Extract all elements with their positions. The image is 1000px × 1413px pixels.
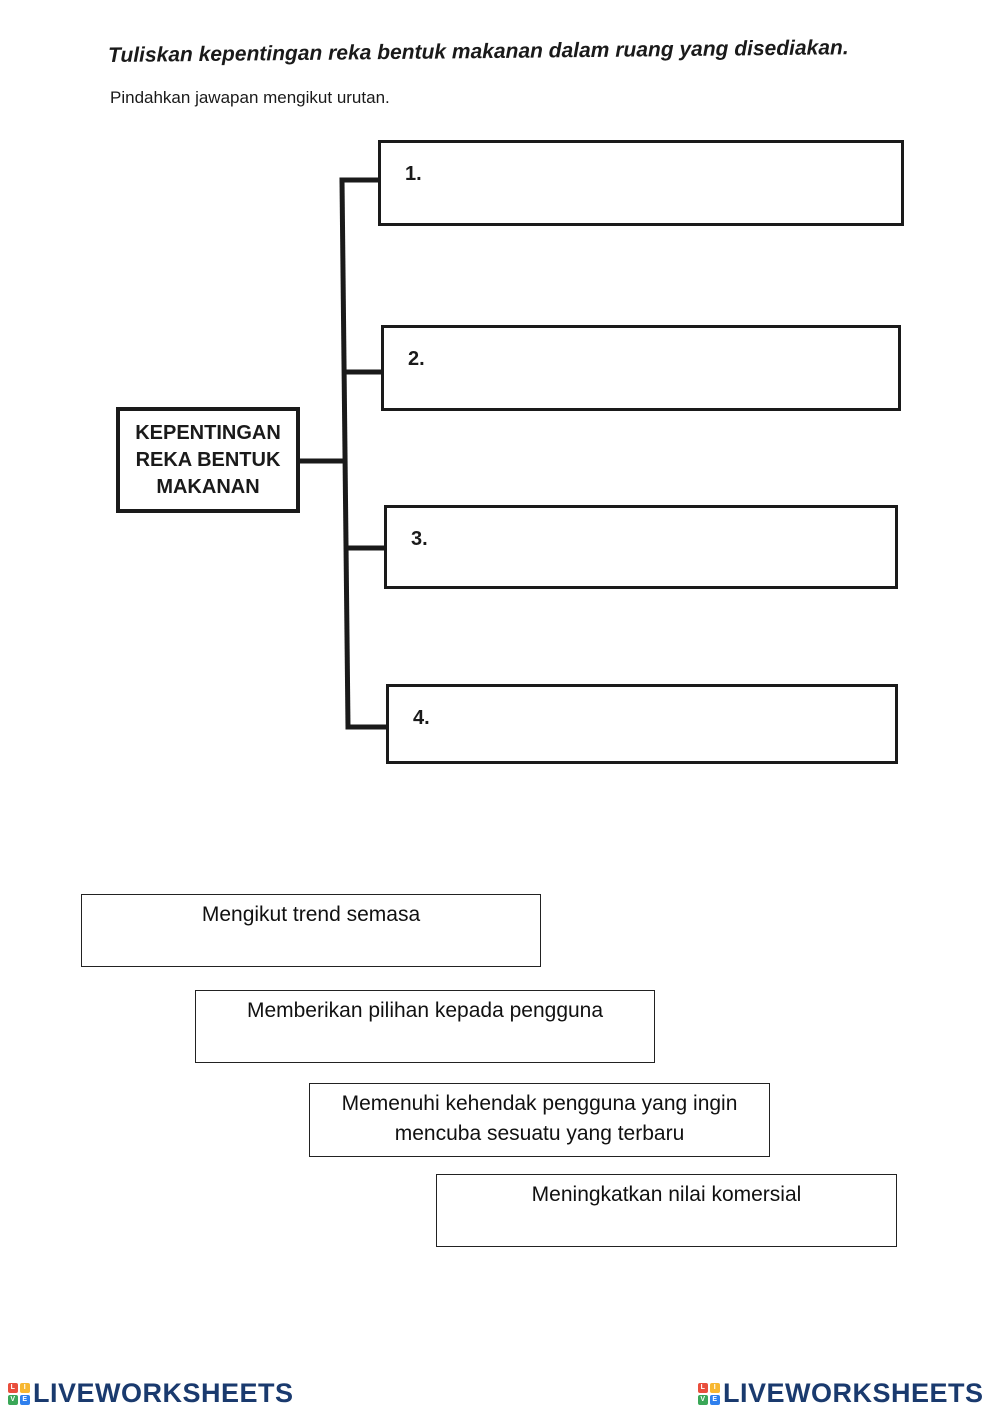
instruction-subtitle: Pindahkan jawapan mengikut urutan. <box>110 88 390 107</box>
slot-number: 3. <box>411 528 428 550</box>
slot-number: 4. <box>413 707 430 729</box>
answer-slot-4[interactable]: 4. <box>386 684 898 764</box>
answer-card-4[interactable]: Meningkatkan nilai komersial <box>436 1174 897 1247</box>
answer-slot-2[interactable]: 2. <box>381 325 901 411</box>
central-topic-line-1: KEPENTINGAN <box>135 421 281 444</box>
connector-trunk <box>339 177 351 730</box>
liveworksheets-logo-icon: L I V E <box>698 1382 720 1405</box>
slot-number: 1. <box>405 163 422 185</box>
central-topic-box: KEPENTINGAN REKA BENTUK MAKANAN <box>116 407 300 513</box>
answer-card-2[interactable]: Memberikan pilihan kepada pengguna <box>195 990 655 1063</box>
liveworksheets-logo-icon: L I V E <box>8 1382 30 1405</box>
answer-slot-3[interactable]: 3. <box>384 505 898 589</box>
central-topic-line-3: MAKANAN <box>156 475 260 498</box>
central-topic-line-2: REKA BENTUK <box>135 448 281 471</box>
footer-logo-right: L I V E LIVEWORKSHEETS <box>698 1378 984 1409</box>
brand-text: LIVEWORKSHEETS <box>723 1378 984 1408</box>
footer-logo-left: L I V E LIVEWORKSHEETS <box>8 1378 294 1409</box>
answer-card-3[interactable]: Memenuhi kehendak pengguna yang ingin me… <box>309 1083 770 1157</box>
answer-slot-1[interactable]: 1. <box>378 140 904 226</box>
slot-number: 2. <box>408 348 425 370</box>
brand-text: LIVEWORKSHEETS <box>33 1378 294 1408</box>
answer-card-1[interactable]: Mengikut trend semasa <box>81 894 541 967</box>
